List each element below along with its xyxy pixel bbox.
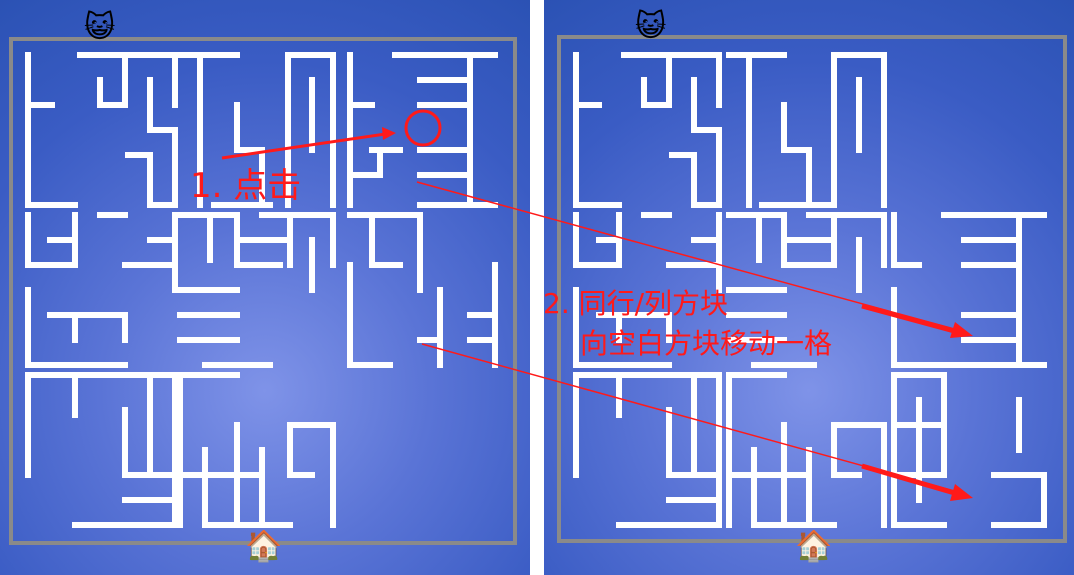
house-icon: 🏠 (245, 529, 283, 564)
cat-icon: 😺 (84, 10, 116, 45)
house-icon: 🏠 (795, 529, 833, 564)
maze-panel-before: 😺 🏠 (0, 0, 530, 575)
cat-icon: 😺 (635, 9, 667, 44)
maze-walls (25, 52, 498, 528)
step1-label: 1. 点击 (190, 166, 302, 206)
step2-description: 向空白方块移动一格 (580, 327, 833, 360)
step2-label: 2. 同行/列方块 (543, 287, 729, 320)
